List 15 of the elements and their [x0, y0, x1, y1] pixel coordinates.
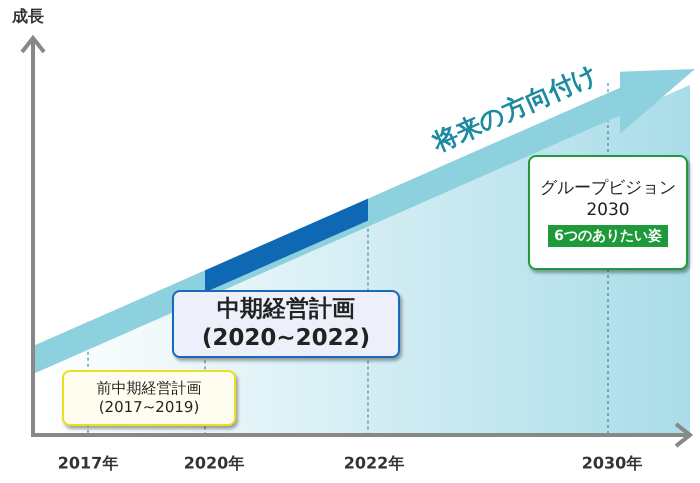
plan-box — [172, 290, 400, 358]
year-label: 2017年 — [58, 454, 118, 474]
year-label: 2030年 — [582, 454, 642, 474]
box-text: グループビジョン 2030 — [539, 178, 677, 221]
axis-label: 成長 — [12, 6, 44, 28]
box-text: (2020~2022) — [202, 324, 370, 353]
vision-box — [528, 155, 688, 270]
arrow-label: 将来の方向付け — [427, 58, 603, 159]
year-label: 2022年 — [344, 454, 404, 474]
highlight-label: 6つのありたい姿 — [548, 224, 668, 247]
box-text: 中期経営計画 — [217, 295, 355, 324]
box-text: (2017~2019) — [98, 398, 200, 417]
plan-box — [62, 370, 236, 426]
box-text: 前中期経営計画 — [96, 379, 202, 398]
year-label: 2020年 — [184, 454, 244, 474]
